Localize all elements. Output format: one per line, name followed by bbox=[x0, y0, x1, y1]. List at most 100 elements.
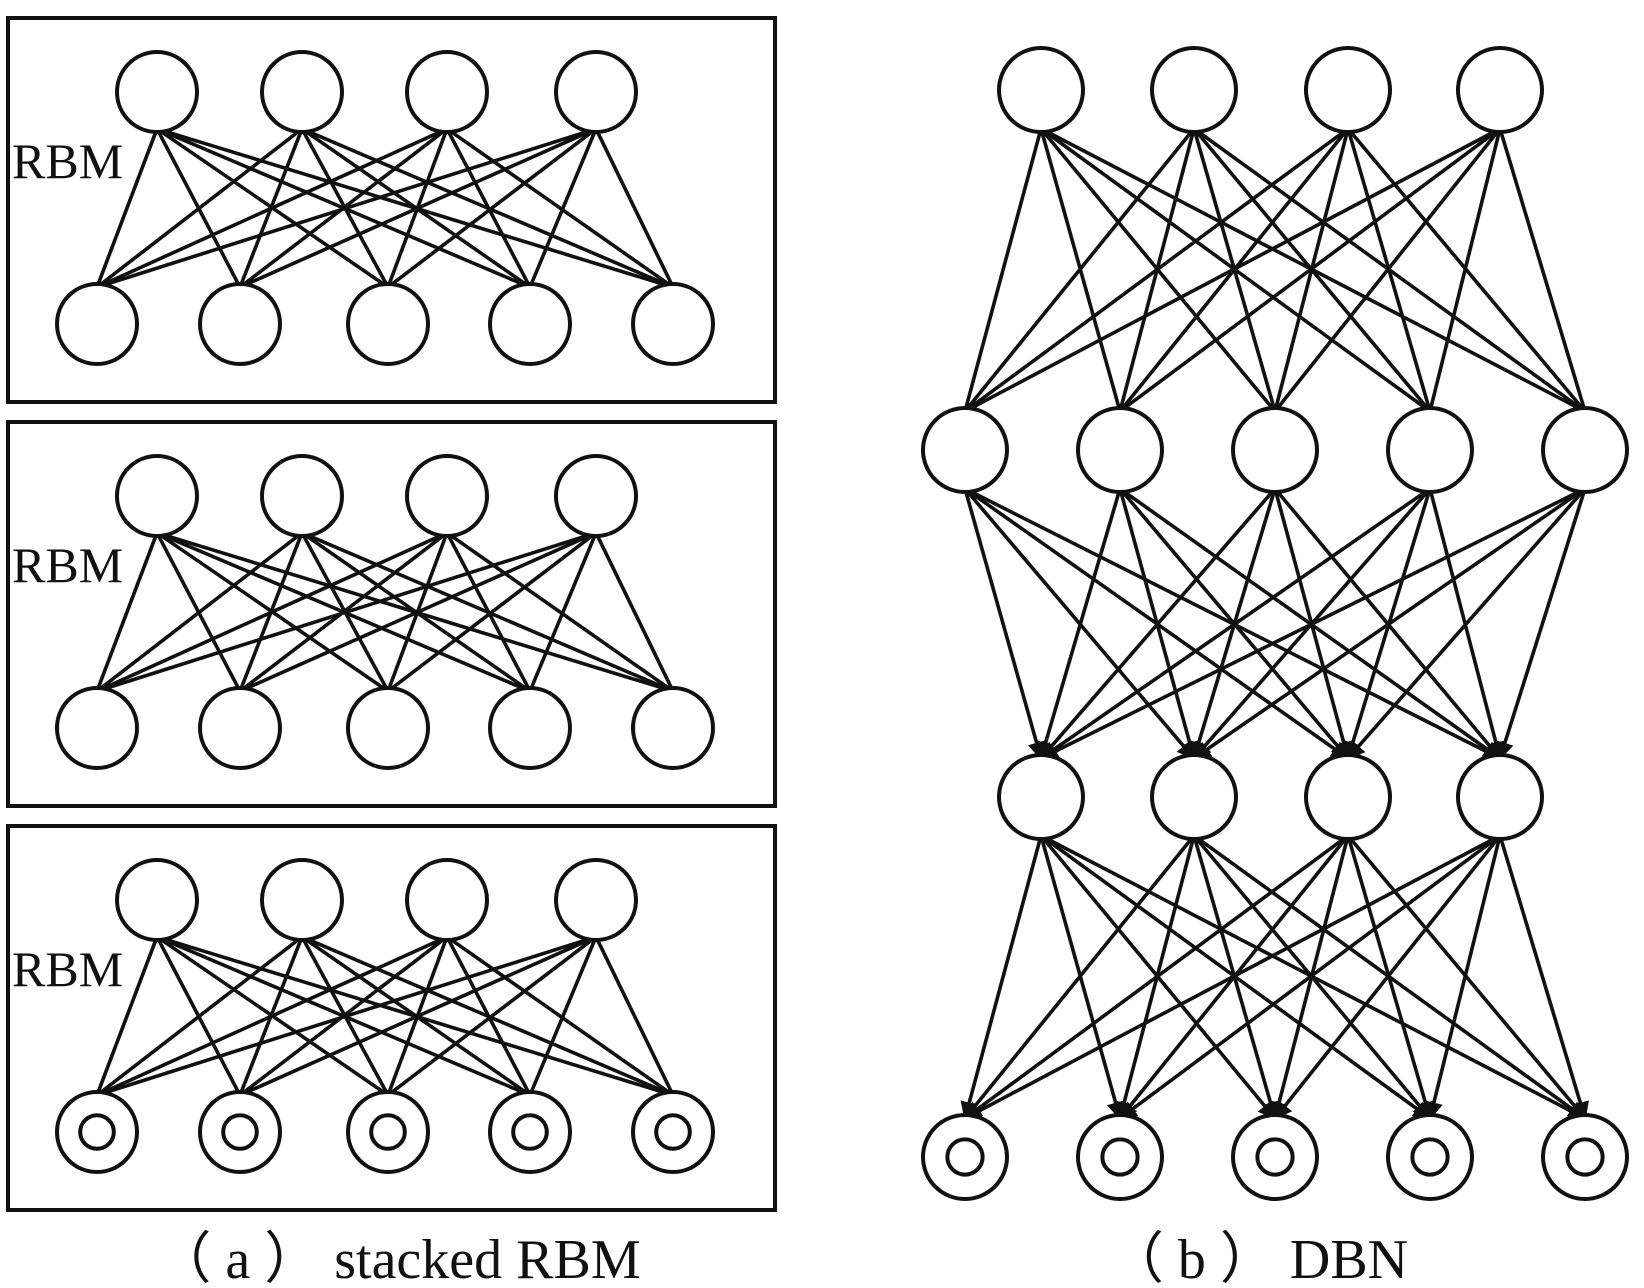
rbm1-edge-0-0 bbox=[95, 128, 159, 288]
rbm3-edge-3-1 bbox=[239, 935, 597, 1097]
dbn-layer1-unit-4 bbox=[1456, 46, 1544, 134]
rbm2-hidden-unit-4 bbox=[554, 454, 638, 538]
rbm3-edge-2-3 bbox=[445, 935, 532, 1097]
dbn-layer1-unit-1 bbox=[997, 46, 1085, 134]
rbm-label-3: RBM bbox=[12, 941, 123, 997]
dbn-layer4-unit-5-inner bbox=[1565, 1137, 1605, 1177]
dbn-layer3-unit-1 bbox=[997, 753, 1085, 841]
dbn-connections-3 bbox=[960, 834, 1589, 1121]
dbn-layer3-unit-3 bbox=[1304, 753, 1392, 841]
dbn-edge-1-3-2 bbox=[1273, 127, 1502, 413]
rbm2-edge-2-0 bbox=[96, 531, 448, 693]
rbm3-edge-2-4 bbox=[445, 935, 675, 1097]
rbm3-visible-unit-4-inner bbox=[511, 1113, 549, 1151]
rbm3-edge-3-2 bbox=[386, 935, 598, 1097]
dbn-edge-3-1-0 bbox=[963, 834, 1196, 1120]
rbm1-visible-unit-5 bbox=[631, 282, 715, 366]
rbm3-hidden-unit-1 bbox=[115, 858, 199, 942]
dbn-layer4-unit-2-inner bbox=[1100, 1137, 1140, 1177]
rbm1-hidden-unit-1 bbox=[115, 50, 199, 134]
rbm2-visible-unit-4 bbox=[488, 686, 572, 770]
dbn-edge-3-3-2 bbox=[1273, 834, 1502, 1120]
rbm1-visible-unit-3 bbox=[346, 282, 430, 366]
rbm2-visible-unit-1 bbox=[55, 686, 139, 770]
rbm2-hidden-unit-2 bbox=[260, 454, 344, 538]
rbm3-edge-0-0 bbox=[95, 936, 159, 1096]
rbm2-hidden-unit-3 bbox=[405, 454, 489, 538]
rbm1-edge-2-0 bbox=[96, 127, 448, 289]
rbm1-edge-3-4 bbox=[594, 128, 675, 288]
rbm-box-3 bbox=[6, 824, 777, 1212]
rbm2-visible-unit-5 bbox=[631, 686, 715, 770]
rbm2-edge-3-0 bbox=[96, 531, 597, 693]
rbm1-edge-3-3 bbox=[528, 128, 598, 288]
rbm-block-3: RBM bbox=[6, 824, 777, 1212]
dbn-edge-1-3-4 bbox=[1498, 128, 1587, 412]
dbn-layer4-unit-3-inner bbox=[1255, 1137, 1295, 1177]
rbm-box-2 bbox=[6, 420, 777, 808]
dbn-layer4-unit-1-inner bbox=[945, 1137, 985, 1177]
rbm1-edge-3-2 bbox=[386, 127, 598, 289]
rbm2-edge-3-1 bbox=[239, 531, 597, 693]
rbm2-edge-3-2 bbox=[386, 531, 598, 693]
rbm1-edge-2-3 bbox=[445, 127, 532, 289]
dbn-edge-1-3-3 bbox=[1428, 128, 1502, 412]
dbn-edge-2-0-0 bbox=[963, 488, 1046, 761]
dbn-layer3-unit-4 bbox=[1456, 753, 1544, 841]
rbm3-edge-2-0 bbox=[96, 935, 448, 1097]
dbn-edge-2-2-0 bbox=[1039, 487, 1277, 760]
caption-a: （ a ） stacked RBM bbox=[155, 1229, 640, 1288]
rbm2-edge-1-0 bbox=[95, 531, 304, 693]
rbm1-visible-unit-1 bbox=[55, 282, 139, 366]
dbn-edge-2-1-0 bbox=[1036, 488, 1122, 761]
dbn-edge-3-0-0 bbox=[960, 835, 1043, 1121]
dbn-layer-4 bbox=[921, 1113, 1629, 1201]
dbn-layer2-unit-1 bbox=[921, 406, 1009, 494]
rbm1-visible-unit-4 bbox=[488, 282, 572, 366]
dbn-layer-1 bbox=[997, 46, 1544, 134]
rbm2-edge-2-4 bbox=[445, 531, 675, 693]
rbm1-hidden-unit-2 bbox=[260, 50, 344, 134]
dbn-layer2-unit-2 bbox=[1076, 406, 1164, 494]
rbm-label-1: RBM bbox=[12, 133, 123, 189]
rbm3-visible-unit-1-inner bbox=[78, 1113, 116, 1151]
rbm3-hidden-unit-3 bbox=[405, 858, 489, 942]
rbm1-hidden-unit-3 bbox=[405, 50, 489, 134]
dbn-edge-2-4-1 bbox=[1192, 487, 1587, 760]
panel-b-dbn bbox=[921, 46, 1629, 1201]
dbn-layer2-unit-4 bbox=[1386, 406, 1474, 494]
dbn-connections-1 bbox=[963, 127, 1587, 413]
rbm2-hidden-unit-1 bbox=[115, 454, 199, 538]
rbm3-edge-3-0 bbox=[96, 935, 597, 1097]
rbm-box-1 bbox=[6, 16, 777, 404]
caption-b: （ b ） DBN bbox=[1108, 1229, 1408, 1288]
dbn-edge-3-2-0 bbox=[963, 834, 1350, 1120]
dbn-layer-2 bbox=[921, 406, 1629, 494]
dbn-layer1-unit-3 bbox=[1304, 46, 1392, 134]
rbm2-edge-3-4 bbox=[594, 532, 675, 692]
dbn-layer-3 bbox=[997, 753, 1544, 841]
rbm1-visible-unit-2 bbox=[198, 282, 282, 366]
dbn-edge-1-2-0 bbox=[963, 127, 1350, 413]
rbm1-edge-1-0 bbox=[95, 127, 304, 289]
rbm3-hidden-unit-4 bbox=[554, 858, 638, 942]
rbm1-edge-3-0 bbox=[96, 127, 597, 289]
rbm-block-1: RBM bbox=[6, 16, 777, 404]
rbm2-edge-3-3 bbox=[528, 532, 598, 692]
rbm2-edge-0-0 bbox=[95, 532, 159, 692]
dbn-layer4-unit-4-inner bbox=[1410, 1137, 1450, 1177]
rbm3-edge-3-4 bbox=[594, 936, 675, 1096]
rbm1-edge-3-1 bbox=[239, 127, 597, 289]
rbm1-hidden-unit-4 bbox=[554, 50, 638, 134]
dbn-edge-2-3-0 bbox=[1039, 487, 1432, 760]
rbm3-visible-unit-3-inner bbox=[369, 1113, 407, 1151]
dbn-edge-3-3-4 bbox=[1498, 835, 1589, 1121]
dbn-edge-1-3-0 bbox=[964, 127, 1501, 413]
dbn-layer3-unit-2 bbox=[1150, 753, 1238, 841]
rbm3-edge-3-3 bbox=[528, 936, 598, 1096]
rbm2-visible-unit-3 bbox=[346, 686, 430, 770]
dbn-edge-2-4-2 bbox=[1346, 487, 1587, 760]
dbn-layer2-unit-3 bbox=[1231, 406, 1319, 494]
